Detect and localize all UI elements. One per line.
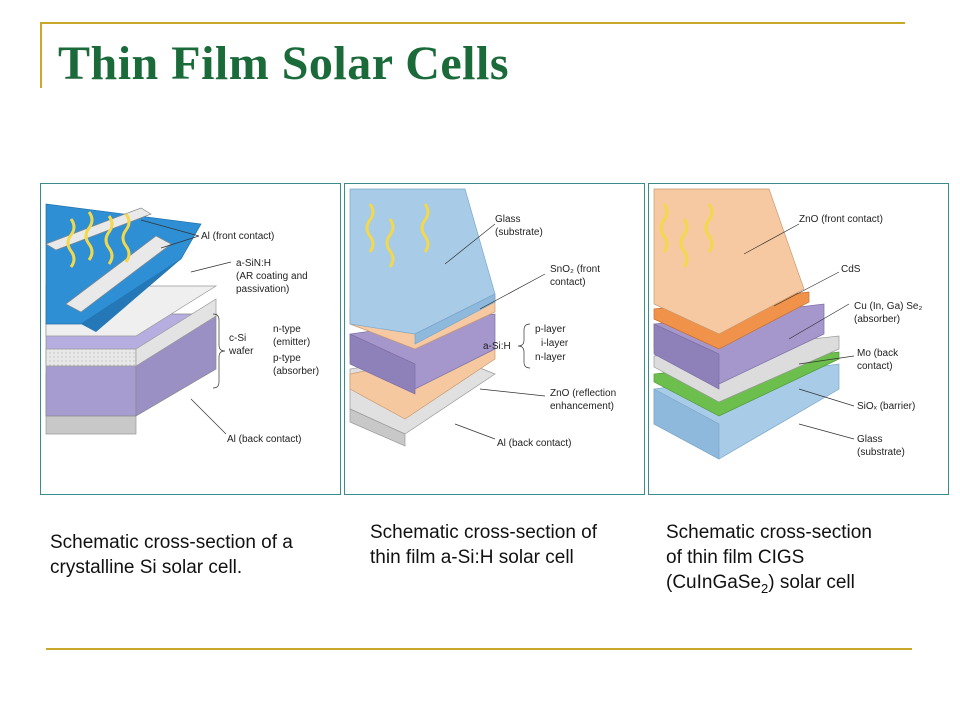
crystalline-si-illustration: Al (front contact) a-SiN:H (AR coating a… xyxy=(45,203,319,445)
caption-cigs-pre: Schematic cross-section of thin film CIG… xyxy=(666,522,872,593)
label-glass-1: Glass xyxy=(495,214,521,225)
label-glass-1: Glass xyxy=(857,434,883,445)
zno-layer xyxy=(653,188,805,335)
label-zno-2: enhancement) xyxy=(550,401,614,412)
label-cigs-1: Cu (In, Ga) Se₂ xyxy=(854,301,922,312)
cigs-layer-front xyxy=(653,323,720,390)
label-ar-2: (AR coating and xyxy=(236,271,308,282)
leader-lines xyxy=(444,223,546,440)
label-ntype-2: (emitter) xyxy=(273,337,310,348)
label-siox: SiOₓ (barrier) xyxy=(857,401,915,412)
caption-cigs: Schematic cross-section of thin film CIG… xyxy=(666,520,876,601)
label-zno-1: ZnO (reflection xyxy=(550,388,616,399)
label-ptype-2: (absorber) xyxy=(273,366,319,377)
sunlight-rays xyxy=(659,203,714,268)
slide-title: Thin Film Solar Cells xyxy=(58,37,510,90)
label-n-layer: n-layer xyxy=(535,352,566,363)
glass-layer-side xyxy=(414,293,496,345)
al-back-side xyxy=(45,413,137,435)
label-ar-1: a-SiN:H xyxy=(236,258,271,269)
ar-coating-edge xyxy=(81,242,201,332)
label-zno: ZnO (front contact) xyxy=(799,214,883,225)
bottom-rule xyxy=(46,648,912,650)
label-sno2-1: SnO₂ (front xyxy=(550,264,600,275)
diagram-asih: Glass (substrate) SnO₂ (front contact) a… xyxy=(344,183,645,495)
label-sno2-2: contact) xyxy=(550,277,586,288)
label-al-front: Al (front contact) xyxy=(201,231,274,242)
label-glass-2: (substrate) xyxy=(857,447,905,458)
label-cigs-2: (absorber) xyxy=(854,314,900,325)
n-type-layer-right xyxy=(135,298,217,367)
caption-cigs-post: ) solar cell xyxy=(768,572,855,593)
label-mo-1: Mo (back xyxy=(857,348,899,359)
label-ntype-1: n-type xyxy=(273,324,301,335)
p-type-layer-side xyxy=(45,363,137,417)
top-rule xyxy=(40,22,905,24)
label-ptype-1: p-type xyxy=(273,353,301,364)
asih-layer-front xyxy=(349,333,416,395)
label-mo-2: contact) xyxy=(857,361,893,372)
label-glass-2: (substrate) xyxy=(495,227,543,238)
caption-asih: Schematic cross-section of thin film a-S… xyxy=(370,522,598,568)
al-finger-2 xyxy=(45,207,152,251)
leader-lines xyxy=(140,219,232,435)
label-al-back: Al (back contact) xyxy=(497,438,571,449)
label-cds: CdS xyxy=(841,264,861,275)
cigs-illustration: ZnO (front contact) CdS Cu (In, Ga) Se₂ … xyxy=(653,188,922,460)
label-p-layer: p-layer xyxy=(535,324,566,335)
label-i-layer: i-layer xyxy=(541,338,569,349)
asih-illustration: Glass (substrate) SnO₂ (front contact) a… xyxy=(349,188,616,449)
caption-cigs-sub: 2 xyxy=(761,580,769,596)
glass-layer-side xyxy=(653,388,720,460)
diagram-cigs: ZnO (front contact) CdS Cu (In, Ga) Se₂ … xyxy=(648,183,949,495)
sunlight-rays xyxy=(365,203,430,268)
caption-crystalline-si: Schematic cross-section of a crystalline… xyxy=(50,532,293,578)
al-finger-1 xyxy=(65,235,172,313)
label-wafer-2: wafer xyxy=(228,346,254,357)
left-rule xyxy=(40,22,42,88)
al-back-side xyxy=(349,408,406,447)
sunlight-rays xyxy=(66,211,131,268)
label-asih: a-Si:H xyxy=(483,341,511,352)
diagram-crystalline-si: Al (front contact) a-SiN:H (AR coating a… xyxy=(40,183,341,495)
label-wafer-1: c-Si xyxy=(229,333,246,344)
label-al-back: Al (back contact) xyxy=(227,434,301,445)
label-ar-3: passivation) xyxy=(236,284,289,295)
n-type-layer-side xyxy=(45,348,137,367)
leader-lines xyxy=(743,223,855,440)
